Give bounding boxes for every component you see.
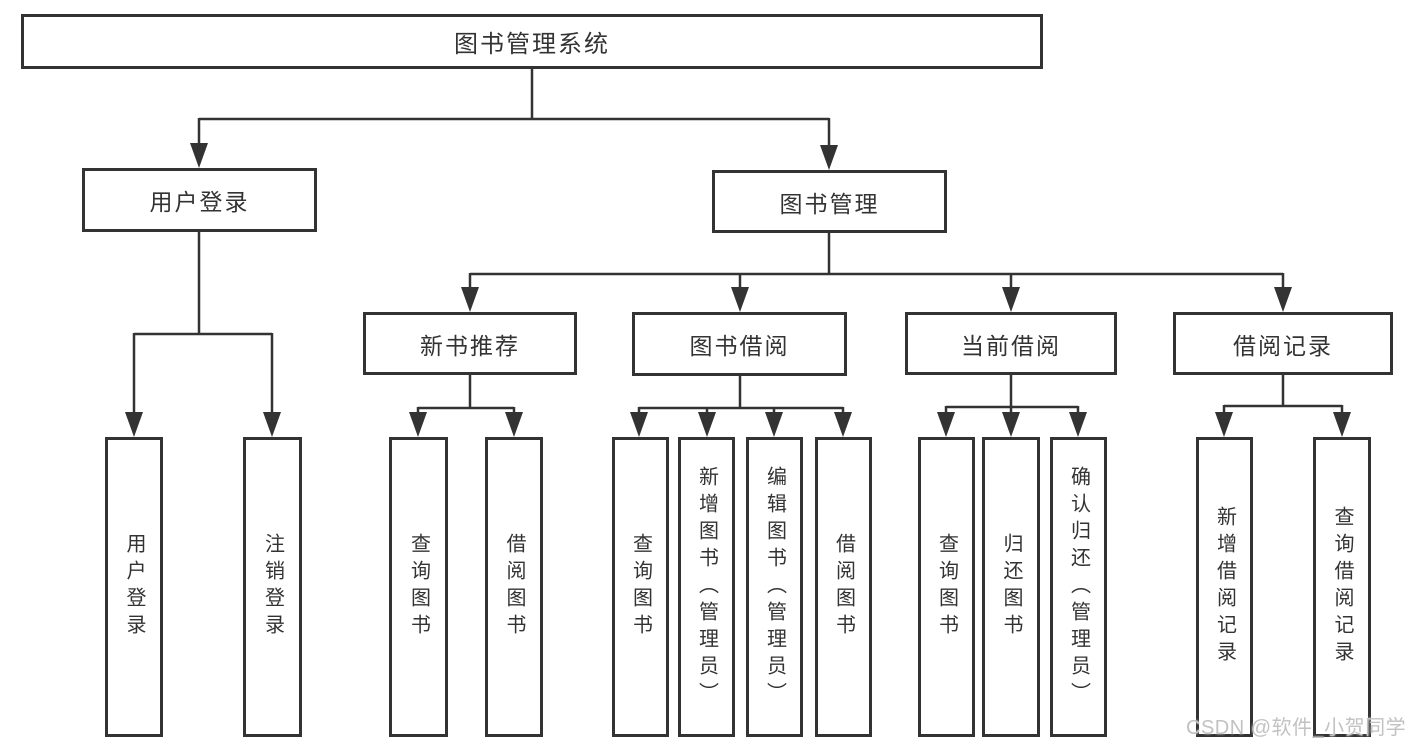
- node-book-management: 图书管理: [712, 170, 947, 233]
- connector-paths: [132, 69, 1344, 415]
- leaf-logout: 注销登录: [243, 437, 302, 737]
- leaf-current-query-books-label: 查询图书: [935, 533, 958, 641]
- node-current-borrow-label: 当前借阅: [961, 332, 1061, 359]
- node-borrow-records: 借阅记录: [1173, 312, 1393, 375]
- leaf-return-books-label: 归还图书: [1000, 533, 1022, 641]
- leaf-add-books-admin-label: 新增图书（管理员）: [695, 465, 718, 709]
- leaf-query-borrow-record: 查询借阅记录: [1313, 437, 1371, 737]
- leaf-return-books: 归还图书: [982, 437, 1040, 737]
- arrowheads: [125, 143, 1351, 437]
- node-library-management-system: 图书管理系统: [21, 14, 1043, 69]
- leaf-borrow-borrow-books-label: 借阅图书: [832, 533, 855, 641]
- leaf-recommend-borrow-books-label: 借阅图书: [503, 533, 525, 641]
- leaf-add-books-admin: 新增图书（管理员）: [678, 437, 735, 737]
- leaf-confirm-return-admin-label: 确认归还（管理员）: [1067, 465, 1090, 709]
- leaf-borrow-borrow-books: 借阅图书: [815, 437, 872, 737]
- node-user-login: 用户登录: [82, 168, 317, 232]
- node-new-book-recommend: 新书推荐: [363, 312, 577, 375]
- leaf-add-borrow-record-label: 新增借阅记录: [1213, 506, 1236, 668]
- leaf-edit-books-admin-label: 编辑图书（管理员）: [763, 465, 786, 709]
- node-library-management-system-label: 图书管理系统: [454, 31, 610, 58]
- csdn-watermark: CSDN @软件_小贺同学: [1186, 717, 1405, 739]
- leaf-confirm-return-admin: 确认归还（管理员）: [1050, 437, 1107, 737]
- leaf-user-login-label: 用户登录: [123, 533, 145, 641]
- leaf-borrow-query-books-label: 查询图书: [629, 533, 652, 641]
- leaf-recommend-query-books: 查询图书: [389, 437, 448, 737]
- node-borrow-records-label: 借阅记录: [1233, 332, 1333, 359]
- leaf-user-login: 用户登录: [105, 437, 163, 737]
- leaf-recommend-query-books-label: 查询图书: [407, 533, 430, 641]
- node-new-book-recommend-label: 新书推荐: [420, 332, 520, 359]
- node-book-management-label: 图书管理: [779, 190, 880, 217]
- node-current-borrow: 当前借阅: [905, 312, 1117, 375]
- node-user-login-label: 用户登录: [149, 189, 250, 215]
- leaf-logout-label: 注销登录: [261, 533, 284, 641]
- node-book-borrow: 图书借阅: [632, 312, 847, 376]
- leaf-add-borrow-record: 新增借阅记录: [1196, 437, 1253, 737]
- leaf-recommend-borrow-books: 借阅图书: [485, 437, 543, 737]
- leaf-edit-books-admin: 编辑图书（管理员）: [746, 437, 803, 737]
- node-book-borrow-label: 图书借阅: [689, 333, 790, 359]
- leaf-query-borrow-record-label: 查询借阅记录: [1331, 506, 1353, 668]
- leaf-current-query-books: 查询图书: [918, 437, 975, 737]
- leaf-borrow-query-books: 查询图书: [612, 437, 669, 737]
